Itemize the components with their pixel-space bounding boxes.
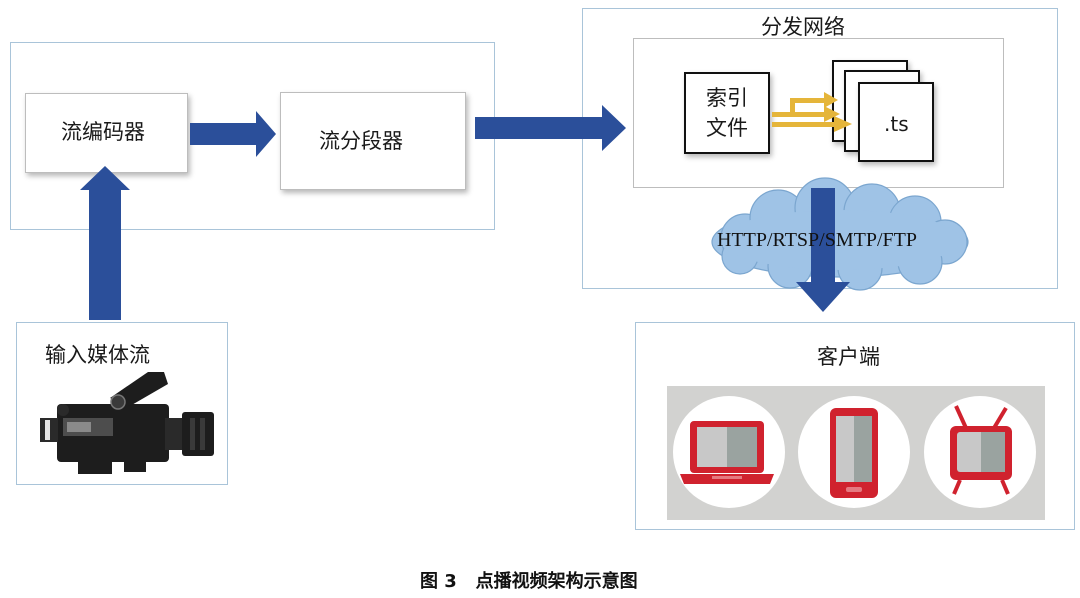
client-label: 客户端 [817, 345, 880, 369]
laptop-icon [673, 396, 785, 508]
index-to-ts-arrows [772, 92, 852, 132]
stream-encoder-box: 流编码器 [25, 93, 188, 173]
ts-file-label: .ts [884, 112, 909, 136]
arrow-encoder-to-segmenter [190, 111, 276, 157]
index-file-label-line2: 文件 [706, 116, 748, 140]
protocols-label: HTTP/RTSP/SMTP/FTP [717, 229, 917, 251]
arrow-network-to-client [796, 188, 850, 312]
index-file-label-line1: 索引 [706, 86, 748, 110]
arrow-input-to-encoder [80, 166, 130, 320]
tv-icon [924, 396, 1036, 508]
ts-file-front: .ts [858, 82, 934, 162]
distribution-network-label: 分发网络 [761, 15, 845, 39]
index-file-box: 索引 文件 [684, 72, 770, 154]
video-camera-icon [40, 372, 214, 474]
figure-caption: 图 3 点播视频架构示意图 [420, 571, 638, 592]
stream-segmenter-box: 流分段器 [280, 92, 466, 190]
input-stream-label: 输入媒体流 [45, 343, 150, 367]
stream-encoder-label: 流编码器 [61, 120, 145, 144]
smartphone-icon [798, 396, 910, 508]
arrow-segmenter-to-network [475, 105, 626, 151]
stream-segmenter-label: 流分段器 [319, 129, 403, 153]
